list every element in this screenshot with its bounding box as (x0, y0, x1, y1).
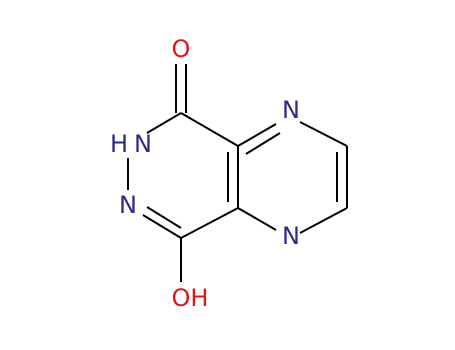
bond-ch-npz (299, 207, 348, 234)
bond-c4a-npz-2 (245, 132, 281, 155)
hydroxyl-label: OH (172, 284, 209, 312)
bond-npz-c8a (237, 207, 277, 231)
bond-n-coh-1 (142, 214, 182, 239)
nitrogen-pyrazine-bottom-label: N (282, 222, 300, 250)
hydrogen-amide-label: H (110, 130, 128, 158)
bond-n-coh-2 (146, 206, 182, 229)
oxygen-carbonyl-label: O (172, 35, 191, 63)
bond-c-nh (146, 112, 182, 134)
nitrogen-ring-label: N (119, 191, 137, 219)
bond-c8a-coh (180, 207, 239, 239)
bond-c4a-npz-1 (237, 123, 277, 147)
bond-c-c4a (180, 112, 239, 147)
nitrogen-amide-label: N (134, 130, 152, 158)
nitrogen-pyrazine-top-label: N (282, 96, 300, 124)
bond-npz-ch (299, 121, 348, 147)
